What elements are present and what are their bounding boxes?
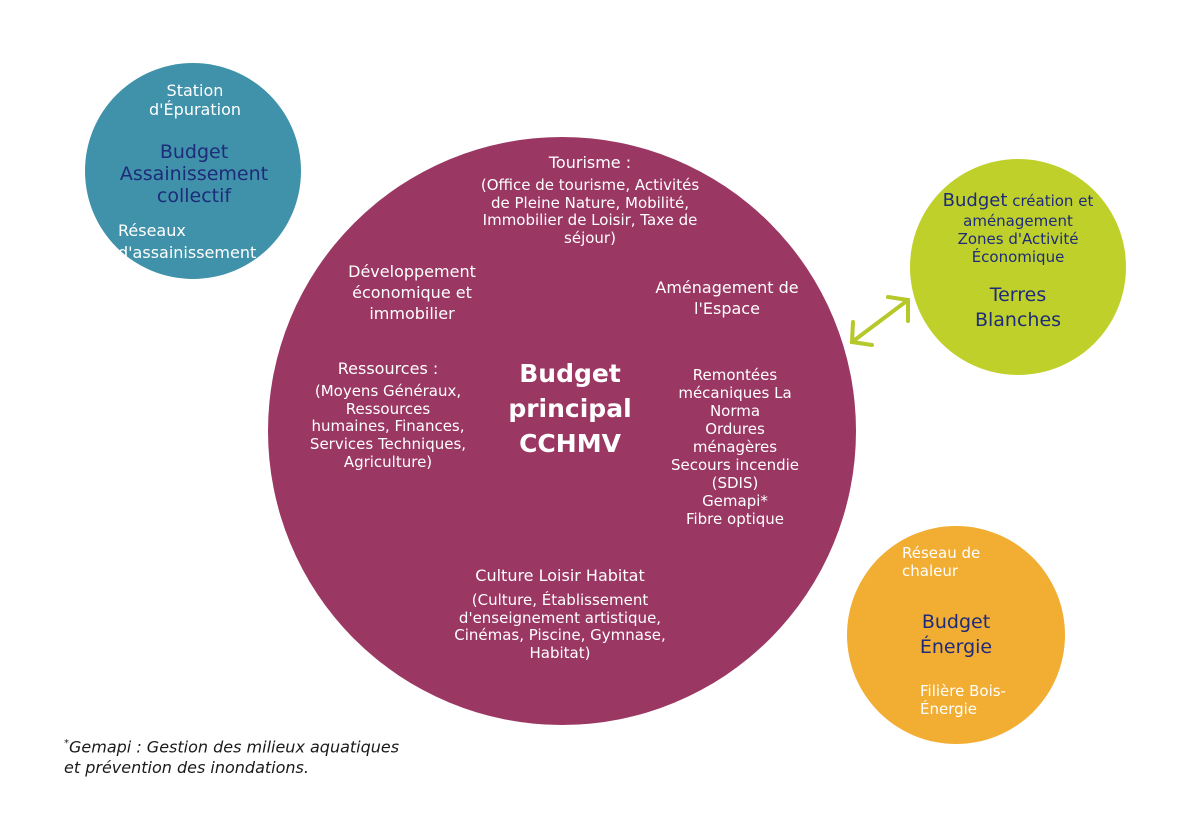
station-epuration-label: Station d'Épuration <box>149 81 241 119</box>
energie-circle <box>847 526 1065 744</box>
filiere-bois-label: Filière Bois-Énergie <box>920 682 1006 718</box>
assainissement-circle <box>85 63 301 279</box>
competence-gemapi: Gemapi* <box>702 492 768 510</box>
competence-secours: Secours incendie (SDIS) <box>670 456 799 492</box>
budget-principal-circle <box>268 137 856 725</box>
ressources-title: Ressources : <box>337 359 439 378</box>
zones-budget-desc: création et aménagement Zones d'Activité… <box>957 192 1094 266</box>
zones-activite-circle <box>910 159 1126 375</box>
tourisme-items: (Office de tourisme, Activités de Pleine… <box>480 176 700 248</box>
competence-fibre: Fibre optique <box>685 510 785 528</box>
footnote-text-1: Gemapi : Gestion des milieux aquatiques <box>69 737 400 757</box>
ressources-items: (Moyens Généraux, Ressources humaines, F… <box>309 382 467 471</box>
reseau-chaleur-label: Réseau de chaleur <box>902 544 981 580</box>
energie-title: Budget Énergie <box>919 611 993 658</box>
competence-ordures: Ordures ménagères <box>692 420 778 456</box>
culture-items: (Culture, Établissement d'enseignement a… <box>454 591 666 663</box>
footnote-line-2: et prévention des inondations. <box>64 758 309 778</box>
amenagement-label: Aménagement de l'Espace <box>655 278 799 318</box>
assainissement-title: Budget Assainissement collectif <box>119 141 269 207</box>
terres-blanches-label: Terres Blanches <box>974 284 1062 331</box>
footnote-marker: * <box>64 738 69 749</box>
zones-budget-word: Budget <box>942 190 1008 211</box>
zones-activite-title: Budget création et aménagement Zones d'A… <box>940 190 1096 266</box>
footnote-line-1: *Gemapi : Gestion des milieux aquatiques <box>64 737 399 758</box>
developpement-label: Développement économique et immobilier <box>348 262 476 323</box>
reseaux-assainissement-label: Réseaux d'assainissement <box>118 221 257 263</box>
competences-list: Remontées mécaniques La Norma Ordures mé… <box>655 366 815 528</box>
tourisme-title: Tourisme : <box>548 153 632 172</box>
competence-remontees: Remontées mécaniques La Norma <box>678 366 792 420</box>
footnote: *Gemapi : Gestion des milieux aquatiques… <box>64 737 399 779</box>
budget-principal-title: Budget principal CCHMV <box>508 359 632 458</box>
culture-title: Culture Loisir Habitat <box>475 566 645 585</box>
